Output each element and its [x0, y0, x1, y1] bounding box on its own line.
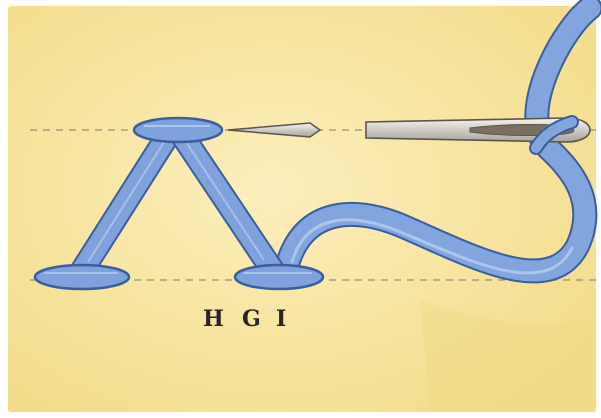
bottom-left-stitch — [35, 265, 129, 289]
label-h: H — [203, 306, 224, 332]
top-horizontal-stitch — [134, 118, 222, 142]
bottom-right-stitch — [235, 265, 323, 289]
point-labels: H G I — [203, 306, 333, 336]
label-i: I — [276, 306, 286, 332]
label-g: G — [242, 306, 261, 332]
